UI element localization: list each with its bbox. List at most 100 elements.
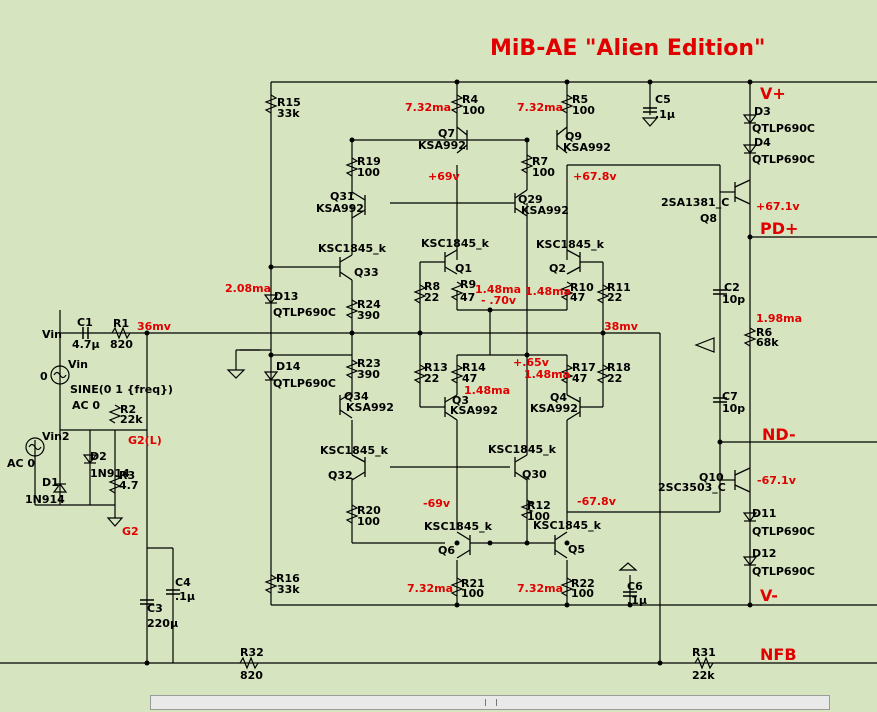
source2-ac-value: AC 0 <box>7 457 35 470</box>
r24-value: 390 <box>357 309 380 322</box>
d3-name: D3 <box>754 105 771 118</box>
q32-name: Q32 <box>328 469 353 482</box>
q30-name: Q30 <box>522 468 547 481</box>
c2-name: C2 <box>724 281 740 294</box>
net-vplus: V+ <box>760 84 786 103</box>
r20-name: R20 <box>357 504 381 517</box>
r16-name: R16 <box>276 572 300 585</box>
scrollbar-grip[interactable] <box>485 699 497 706</box>
r13-name: R13 <box>424 361 448 374</box>
r8-name: R8 <box>424 280 440 293</box>
q29-name: Q29 <box>518 193 543 206</box>
q5-value: KSC1845_k <box>533 519 602 532</box>
r18-name: R18 <box>607 361 631 374</box>
d11-name: D11 <box>752 507 776 520</box>
d2-value: 1N914 <box>90 467 130 480</box>
r14-name: R14 <box>462 361 486 374</box>
r9-value: 47 <box>460 291 475 304</box>
q29-value: KSA992 <box>521 204 569 217</box>
c6-name: C6 <box>627 580 643 593</box>
d13-name: D13 <box>274 290 298 303</box>
c5-name: C5 <box>655 93 671 106</box>
q34-value: KSA992 <box>346 401 394 414</box>
q7-value: KSA992 <box>418 139 466 152</box>
d13-value: QTLP690C <box>273 306 336 319</box>
ground-symbols <box>106 117 715 571</box>
r22-value: 100 <box>571 587 594 600</box>
r6-current: 1.98ma <box>756 312 802 325</box>
r1-name: R1 <box>113 317 129 330</box>
c2-value: 10p <box>722 293 745 306</box>
q3-name: Q3 <box>452 394 469 407</box>
r22-current: 7.32ma <box>517 582 563 595</box>
d1-value: 1N914 <box>25 493 65 506</box>
r21-current: 7.32ma <box>407 582 453 595</box>
c1-value: 4.7µ <box>72 338 100 351</box>
node-plus678v: +67.8v <box>573 170 617 183</box>
node-plus69v: +69v <box>428 170 461 183</box>
q2-value: KSC1845_k <box>536 238 605 251</box>
simulation-annotations: 7.32ma 7.32ma +69v +67.8v +67.1v 2.08ma … <box>137 101 802 595</box>
d11-value: QTLP690C <box>752 525 815 538</box>
transistor-symbols <box>339 126 751 559</box>
r1-value: 820 <box>110 338 133 351</box>
q31-name: Q31 <box>330 190 355 203</box>
r21-name: R21 <box>461 577 485 590</box>
q10-name: Q10 <box>699 471 724 484</box>
q8-value: 2SA1381_C <box>661 196 729 209</box>
r18-value: 22 <box>607 372 622 385</box>
r16-value: 33k <box>277 583 300 596</box>
r15-name: R15 <box>277 96 301 109</box>
source-vin2-name: Vin2 <box>42 430 70 443</box>
r32-value: 820 <box>240 669 263 682</box>
node-36mv: 36mv <box>137 320 172 333</box>
r24-name: R24 <box>357 298 381 311</box>
q2-name: Q2 <box>549 262 566 275</box>
q5-name: Q5 <box>568 543 585 556</box>
r3-name: R3 <box>119 469 135 482</box>
r22-name: R22 <box>571 577 595 590</box>
r20-value: 100 <box>357 515 380 528</box>
r4-value: 100 <box>462 104 485 117</box>
c4-name: C4 <box>175 576 191 589</box>
source-zero: 0 <box>40 370 48 383</box>
r7-value: 100 <box>532 166 555 179</box>
r9-current: 1.48ma <box>475 283 521 296</box>
net-pdplus: PD+ <box>760 219 798 238</box>
r4-name: R4 <box>462 93 478 106</box>
q1-value: KSC1845_k <box>421 237 490 250</box>
q31-value: KSA992 <box>316 202 364 215</box>
r10-current: 1.48ma <box>525 285 571 298</box>
r17-name: R17 <box>572 361 596 374</box>
r5-value: 100 <box>572 104 595 117</box>
source-vin-name: Vin <box>68 358 88 371</box>
node-minus678v: -67.8v <box>577 495 617 508</box>
r3-value: 4.7 <box>119 479 139 492</box>
q3-value: KSA992 <box>450 404 498 417</box>
r13-value: 22 <box>424 372 439 385</box>
node-minus070v: - .70v <box>481 294 517 307</box>
schematic-canvas: MiB-AE "Alien Edition" <box>0 36 877 682</box>
r31-value: 22k <box>692 669 715 682</box>
capacitor-symbols <box>82 107 727 605</box>
source-ac-value: AC 0 <box>72 399 100 412</box>
net-nfb: NFB <box>760 645 797 664</box>
c3-name: C3 <box>147 602 163 615</box>
r10-name: R10 <box>570 281 594 294</box>
r32-name: R32 <box>240 646 264 659</box>
q1-name: Q1 <box>455 262 472 275</box>
source-sine-value: SINE(0 1 {freq}) <box>70 383 173 396</box>
d12-value: QTLP690C <box>752 565 815 578</box>
r6-value: 68k <box>756 336 779 349</box>
r15-value: 33k <box>277 107 300 120</box>
q4-value: KSA992 <box>530 402 578 415</box>
c3-value: 220µ <box>147 617 178 630</box>
net-ndminus: ND- <box>762 425 796 444</box>
r21-value: 100 <box>461 587 484 600</box>
r14-value: 47 <box>462 372 477 385</box>
r23-name: R23 <box>357 357 381 370</box>
horizontal-scrollbar[interactable] <box>150 695 830 710</box>
resistor-symbols <box>108 94 757 670</box>
r14-current: 1.48ma <box>464 384 510 397</box>
c4-value: .1µ <box>175 590 195 603</box>
